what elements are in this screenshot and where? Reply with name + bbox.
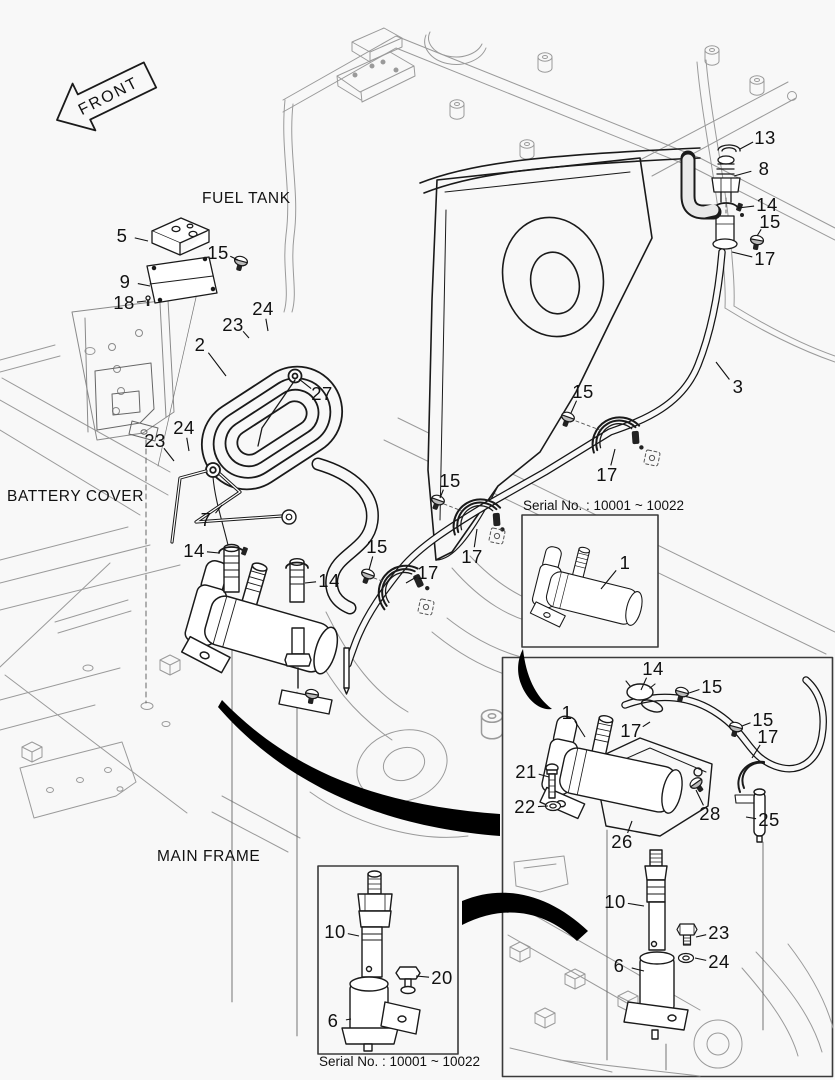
part-callout-21: 21	[515, 760, 537, 782]
part-callout-15: 15	[439, 469, 461, 491]
fuel-hose-art	[311, 248, 726, 668]
swoosh-pointers	[218, 649, 588, 941]
coil-hose-art	[170, 365, 344, 546]
part-callout-15: 15	[752, 708, 774, 730]
part-callout-1: 1	[561, 701, 573, 723]
part-callout-23: 23	[144, 429, 166, 451]
part-callout-17: 17	[757, 725, 779, 747]
part-callout-7: 7	[200, 508, 212, 530]
part-callout-6: 6	[327, 1009, 339, 1031]
part-callout-15: 15	[207, 241, 229, 263]
part-callout-23: 23	[222, 313, 244, 335]
part-callout-15: 15	[759, 210, 781, 232]
part-callout-1: 1	[619, 551, 631, 573]
main-frame-label: MAIN FRAME	[157, 848, 261, 865]
part-callout-24: 24	[708, 950, 730, 972]
serial-number-note-bottom: Serial No. : 10001 ~ 10022	[319, 1054, 480, 1069]
part-callout-8: 8	[758, 157, 770, 179]
part-callout-15: 15	[366, 535, 388, 557]
part-callout-14: 14	[756, 193, 778, 215]
part-callout-20: 20	[431, 966, 453, 988]
part-callout-23: 23	[708, 921, 730, 943]
serial-inset-box-top	[521, 514, 659, 648]
part-callout-5: 5	[116, 224, 128, 246]
part-callout-27: 27	[311, 382, 333, 404]
part-callout-15: 15	[701, 675, 723, 697]
front-arrow-icon	[56, 61, 158, 132]
boom-mount-art	[419, 147, 701, 561]
detail-inset-box-right	[501, 656, 834, 1078]
fuel-sender-art	[145, 217, 250, 306]
part-callout-24: 24	[173, 416, 195, 438]
part-callout-17: 17	[596, 463, 618, 485]
hose-clamps-art	[357, 408, 661, 622]
part-callout-3: 3	[732, 375, 744, 397]
part-callout-17: 17	[620, 719, 642, 741]
part-callout-18: 18	[113, 291, 135, 313]
part-callout-10: 10	[604, 890, 626, 912]
part-callout-6: 6	[613, 954, 625, 976]
part-callout-2: 2	[194, 333, 206, 355]
fuel-pump-art	[176, 543, 355, 715]
tank-fitting-art	[680, 144, 765, 252]
part-callout-25: 25	[758, 808, 780, 830]
part-callout-14: 14	[642, 657, 664, 679]
part-callout-17: 17	[417, 561, 439, 583]
part-callout-28: 28	[699, 802, 721, 824]
part-callout-13: 13	[754, 126, 776, 148]
part-callout-14: 14	[318, 569, 340, 591]
part-callout-15: 15	[572, 380, 594, 402]
part-callout-17: 17	[754, 247, 776, 269]
fuel-tank-label: FUEL TANK	[202, 190, 291, 207]
serial-inset-box-bottom	[317, 865, 459, 1055]
part-callout-9: 9	[119, 270, 131, 292]
serial-number-note-top: Serial No. : 10001 ~ 10022	[523, 498, 684, 513]
part-callout-10: 10	[324, 920, 346, 942]
part-callout-14: 14	[183, 539, 205, 561]
part-callout-22: 22	[514, 795, 536, 817]
part-callout-24: 24	[252, 297, 274, 319]
part-callout-17: 17	[461, 545, 483, 567]
part-callout-26: 26	[611, 830, 633, 852]
battery-cover-label: BATTERY COVER	[7, 488, 144, 505]
